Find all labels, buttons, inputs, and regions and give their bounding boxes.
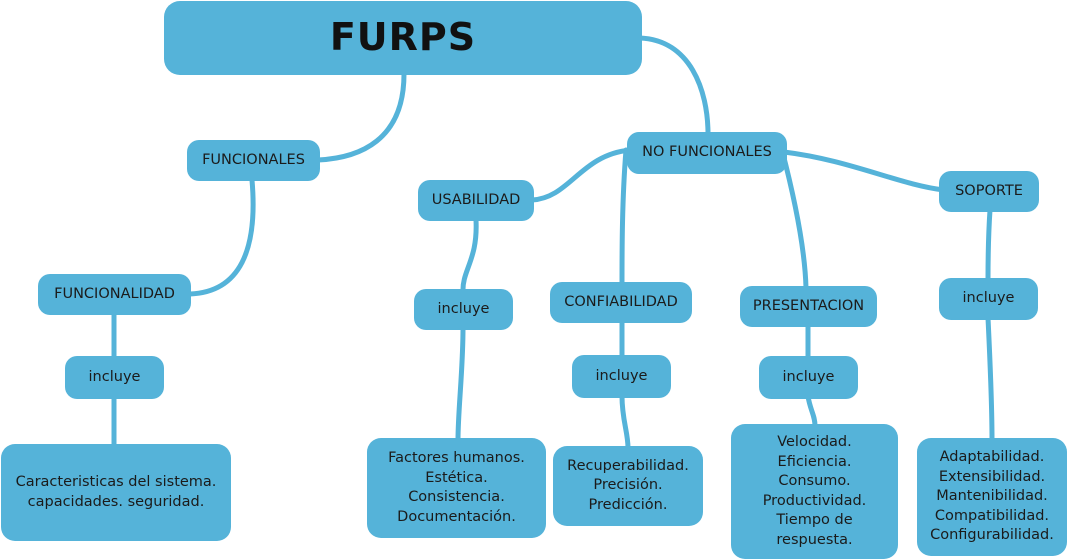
node-presentacion: PRESENTACION — [740, 286, 877, 327]
connector-confiabilidad-incluye-items — [619, 393, 631, 451]
connector-usabilidad-incluye — [460, 217, 479, 295]
node-funcionalidad: FUNCIONALIDAD — [38, 274, 191, 315]
incluye-label: incluye — [88, 368, 141, 385]
item-line: Mantenibilidad. — [936, 488, 1048, 505]
node-soporte-incluye: incluye — [939, 278, 1038, 320]
connector-nofuncionales-confiabilidad — [619, 147, 629, 287]
node-confiabilidad-items: Recuperabilidad. Precisión. Predicción. — [553, 446, 703, 526]
connector-presentacion-incluye-items — [805, 393, 818, 429]
item-line: Caracteristicas del sistema. — [15, 474, 217, 490]
item-line: Consistencia. — [408, 489, 505, 505]
item-line: Velocidad. — [777, 434, 852, 450]
node-no-funcionales: NO FUNCIONALES — [627, 132, 787, 174]
incluye-label: incluye — [962, 290, 1015, 307]
node-usabilidad-items: Factores humanos. Estética. Consistencia… — [367, 438, 546, 538]
node-funcionalidad-label: FUNCIONALIDAD — [54, 285, 175, 302]
incluye-label: incluye — [782, 368, 835, 385]
incluye-label: incluye — [437, 300, 490, 317]
node-presentacion-incluye: incluye — [759, 356, 858, 399]
item-line: Configurabilidad. — [930, 527, 1054, 544]
connector-nofuncionales-usabilidad — [529, 147, 633, 203]
connector-nofuncionales-presentacion — [779, 147, 809, 291]
node-no-funcionales-label: NO FUNCIONALES — [642, 144, 772, 161]
connector-usabilidad-incluye-items — [455, 325, 466, 443]
item-line: capacidades. seguridad. — [27, 493, 205, 510]
item-line: respuesta. — [776, 531, 853, 548]
item-line: Extensibilidad. — [938, 468, 1046, 485]
node-confiabilidad: CONFIABILIDAD — [550, 282, 692, 323]
connector-funcionales-funcionalidad — [187, 177, 256, 297]
connector-nofuncionales-soporte — [781, 149, 947, 193]
node-soporte: SOPORTE — [939, 171, 1039, 212]
item-line: Adaptabilidad. — [939, 449, 1045, 466]
node-confiabilidad-label: CONFIABILIDAD — [564, 293, 678, 310]
node-confiabilidad-incluye: incluye — [572, 355, 671, 398]
connector-furps-nofuncionales — [637, 35, 711, 137]
item-line: Precisión. — [593, 477, 663, 494]
item-line: Consumo. — [778, 473, 851, 489]
item-line: Eficiencia. — [777, 453, 852, 470]
node-funcionales-label: FUNCIONALES — [202, 151, 305, 168]
node-funcionalidad-incluye: incluye — [65, 356, 164, 399]
title-label: FURPS — [329, 15, 477, 60]
item-line: Documentación. — [397, 508, 516, 525]
item-line: Recuperabilidad. — [567, 457, 689, 474]
item-line: Productividad. — [762, 492, 867, 509]
node-usabilidad: USABILIDAD — [418, 180, 534, 221]
title-node-furps: FURPS — [164, 1, 642, 75]
node-usabilidad-incluye: incluye — [414, 289, 513, 330]
node-presentacion-label: PRESENTACION — [752, 297, 865, 314]
item-line: Estética. — [425, 469, 488, 486]
node-soporte-items: Adaptabilidad. Extensibilidad. Mantenibi… — [917, 438, 1067, 556]
incluye-label: incluye — [595, 367, 648, 384]
item-line: Factores humanos. — [388, 450, 525, 466]
node-funcionalidad-items: Caracteristicas del sistema. capacidades… — [1, 444, 231, 541]
item-line: Predicción. — [588, 496, 668, 513]
item-line: Tiempo de — [776, 512, 853, 528]
node-funcionales: FUNCIONALES — [187, 140, 320, 181]
connector-furps-funcionales — [315, 71, 407, 163]
connector-soporte-incluye — [985, 207, 993, 283]
node-presentacion-items: Velocidad. Eficiencia. Consumo. Producti… — [731, 424, 898, 559]
item-line: Compatibilidad. — [934, 507, 1050, 524]
node-usabilidad-label: USABILIDAD — [431, 191, 521, 208]
node-soporte-label: SOPORTE — [955, 182, 1023, 199]
connector-soporte-incluye-items — [985, 315, 995, 443]
